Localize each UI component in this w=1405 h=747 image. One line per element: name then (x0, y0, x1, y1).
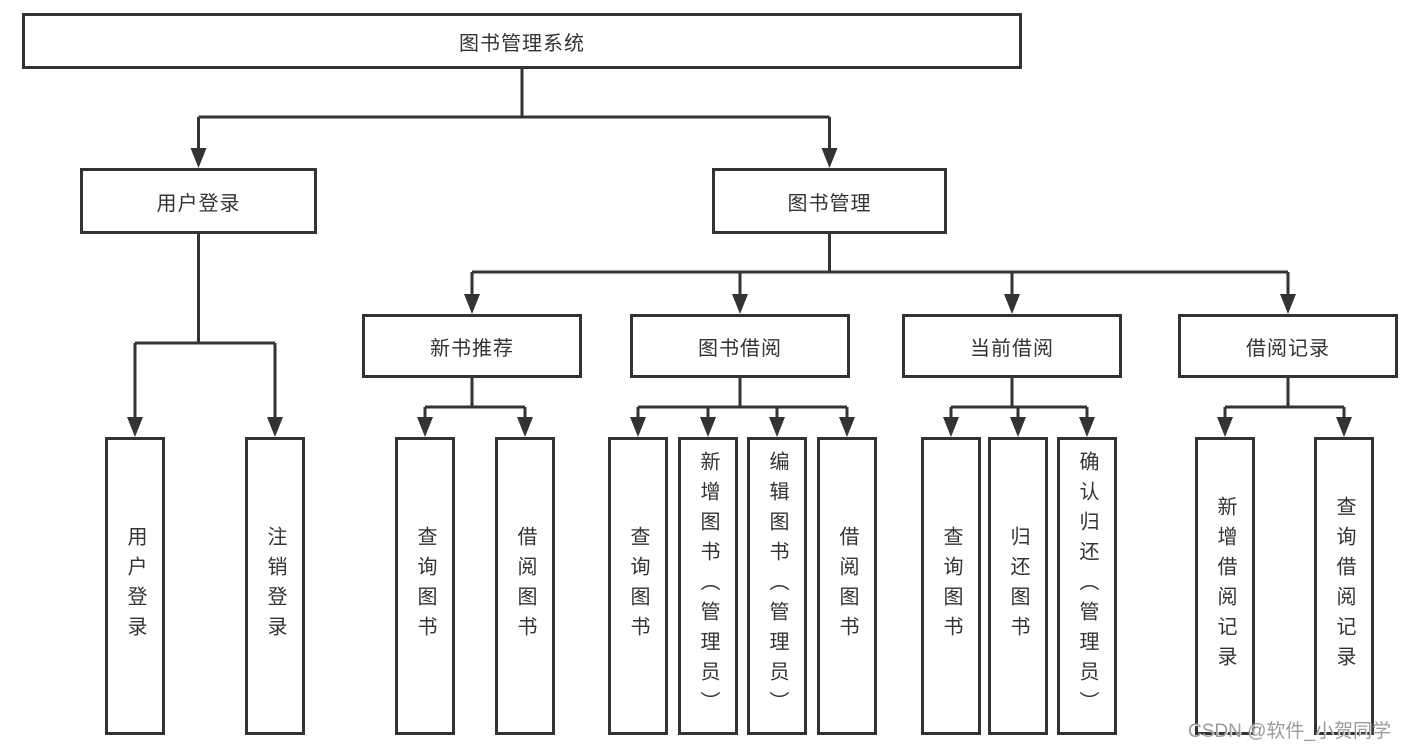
node-library-management-system: 图书管理系统 (22, 13, 1022, 69)
leaf-edit-book-admin: 编辑图书（管理员） (747, 437, 807, 735)
leaf-query-books-recommend: 查询图书 (395, 437, 455, 735)
leaf-query-books-current: 查询图书 (921, 437, 981, 735)
node-current-borrowing: 当前借阅 (902, 314, 1122, 378)
leaf-query-books-borrow: 查询图书 (608, 437, 668, 735)
leaf-add-book-admin: 新增图书（管理员） (678, 437, 738, 735)
csdn-watermark: CSDN @软件_小贺同学 (1188, 721, 1391, 742)
node-borrowing-records: 借阅记录 (1178, 314, 1398, 378)
leaf-return-book: 归还图书 (988, 437, 1048, 735)
node-book-management: 图书管理 (712, 168, 947, 234)
leaf-add-borrow-record: 新增借阅记录 (1195, 437, 1255, 735)
node-book-borrowing: 图书借阅 (630, 314, 850, 378)
node-user-login: 用户登录 (80, 168, 317, 234)
leaf-borrow-books-recommend: 借阅图书 (495, 437, 555, 735)
leaf-confirm-return-admin: 确认归还（管理员） (1057, 437, 1117, 735)
leaf-user-login: 用户登录 (105, 437, 165, 735)
leaf-query-borrow-record: 查询借阅记录 (1314, 437, 1374, 735)
leaf-logout: 注销登录 (245, 437, 305, 735)
leaf-borrow-books: 借阅图书 (817, 437, 877, 735)
node-new-book-recommendation: 新书推荐 (362, 314, 582, 378)
